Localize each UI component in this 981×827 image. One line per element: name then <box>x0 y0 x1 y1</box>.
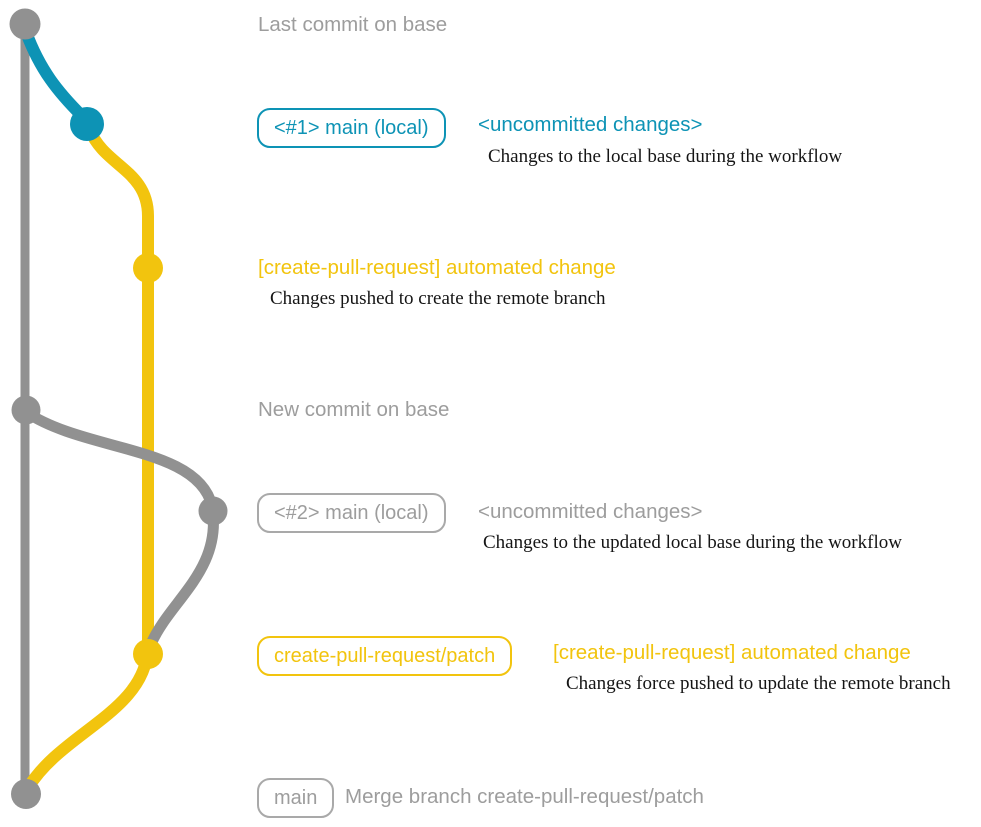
status-uncommitted-changes-2: <uncommitted changes> <box>478 500 703 523</box>
description-updated-local-base-changes: Changes to the updated local base during… <box>483 532 902 553</box>
commit-message-automated-change-1: [create-pull-request] automated change <box>258 256 616 279</box>
description-push-create-branch: Changes pushed to create the remote bran… <box>270 288 606 309</box>
status-uncommitted-changes-1: <uncommitted changes> <box>478 113 703 136</box>
commit-dot-patch-2 <box>133 639 163 669</box>
commit-dot-local-main-1 <box>70 107 104 141</box>
local-main-branch-line <box>20 26 88 122</box>
commit-dot-merge <box>11 779 41 809</box>
commit-dot-local-main-2 <box>198 496 228 526</box>
patch-branch-line <box>22 124 154 794</box>
commit-message-automated-change-2: [create-pull-request] automated change <box>553 641 911 664</box>
commit-dot-new-base <box>11 395 41 425</box>
caption-new-commit-on-base: New commit on base <box>258 398 450 421</box>
caption-last-commit-on-base: Last commit on base <box>258 13 448 36</box>
branch-badge-main-local-2: <#2> main (local) <box>257 493 446 533</box>
updated-local-main-branch-line <box>20 406 219 650</box>
branch-badge-main-local-1: <#1> main (local) <box>257 108 446 148</box>
branch-badge-create-pull-request-patch: create-pull-request/patch <box>257 636 513 676</box>
commit-dot-last-base <box>9 8 41 40</box>
description-force-push-update-branch: Changes force pushed to update the remot… <box>566 673 951 694</box>
commit-message-merge-branch: Merge branch create-pull-request/patch <box>345 785 704 808</box>
branch-badge-main: main <box>257 778 335 818</box>
commit-dot-patch-1 <box>133 253 163 283</box>
description-local-base-changes: Changes to the local base during the wor… <box>488 146 843 167</box>
